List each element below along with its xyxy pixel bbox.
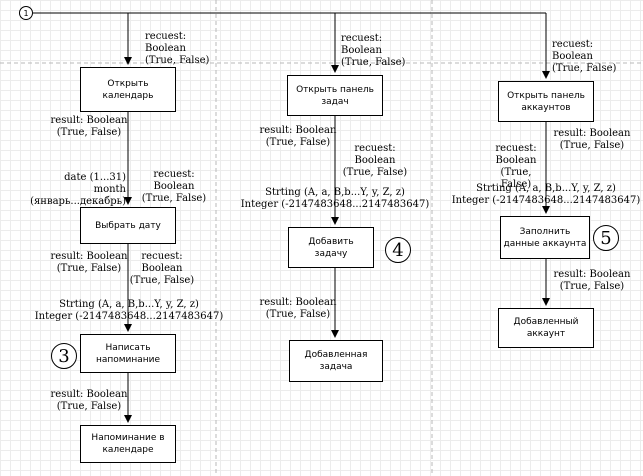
box-add-task[interactable]: Добавить задачу — [288, 227, 374, 268]
step-marker-3: 3 — [51, 343, 77, 369]
label-col2-request-2: recuest: Boolean (True, False) — [342, 143, 408, 178]
label-col1-types: Strting (A, a, B,b...Y, y, Z, z) Integer… — [34, 299, 224, 322]
label-col2-result-1: result: Boolean (True, False) — [259, 125, 337, 148]
box-added-task[interactable]: Добавленная задача — [289, 340, 383, 382]
box-reminder-in-calendar[interactable]: Напоминание в календаре — [80, 425, 176, 463]
label-col1-result-3: result: Boolean (True, False) — [50, 389, 128, 412]
box-fill-account-data[interactable]: Заполнить данные аккаунта — [500, 216, 590, 259]
step-marker-5: 5 — [593, 225, 619, 251]
step-marker-4: 4 — [385, 237, 411, 263]
label-col2-types: Strting (A, a, B,b...Y, y, Z, z) Integer… — [240, 187, 430, 210]
label-col1-request-3: recuest: Boolean (True, False) — [129, 251, 195, 286]
label-col2-request-1: recuest: Boolean (True, False) — [341, 33, 406, 68]
start-marker: 1 — [19, 6, 33, 20]
label-col3-request-1: recuest: Boolean (True, False) — [552, 39, 617, 74]
box-open-accounts-panel[interactable]: Открыть панель аккаунтов — [498, 81, 594, 122]
box-open-tasks-panel[interactable]: Открыть панель задач — [287, 75, 383, 116]
label-col3-types: Strting (A, a, B,b...Y, y, Z, z) Integer… — [451, 183, 641, 206]
label-col1-result-1: result: Boolean (True, False) — [50, 115, 128, 138]
label-col1-request-2: recuest: Boolean (True, False) — [141, 169, 207, 204]
label-col1-result-2: result: Boolean (True, False) — [50, 251, 128, 274]
label-col1-date: date (1...31) month (январь...декабрь) — [30, 172, 126, 207]
box-added-account[interactable]: Добавленный аккаунт — [498, 308, 594, 348]
label-col3-request-2: recuest: Boolean (True, False) — [495, 143, 537, 190]
box-write-reminder[interactable]: Написать напоминание — [80, 334, 176, 373]
label-col3-result-2: result: Boolean (True, False) — [553, 269, 631, 292]
label-col1-request-1: recuest: Boolean (True, False) — [145, 31, 210, 66]
label-col3-result-1: result: Boolean (True, False) — [553, 128, 631, 151]
box-open-calendar[interactable]: Открыть календарь — [80, 67, 176, 112]
label-col2-result-2: result: Boolean (True, False) — [259, 297, 337, 320]
box-pick-date[interactable]: Выбрать дату — [80, 207, 176, 244]
